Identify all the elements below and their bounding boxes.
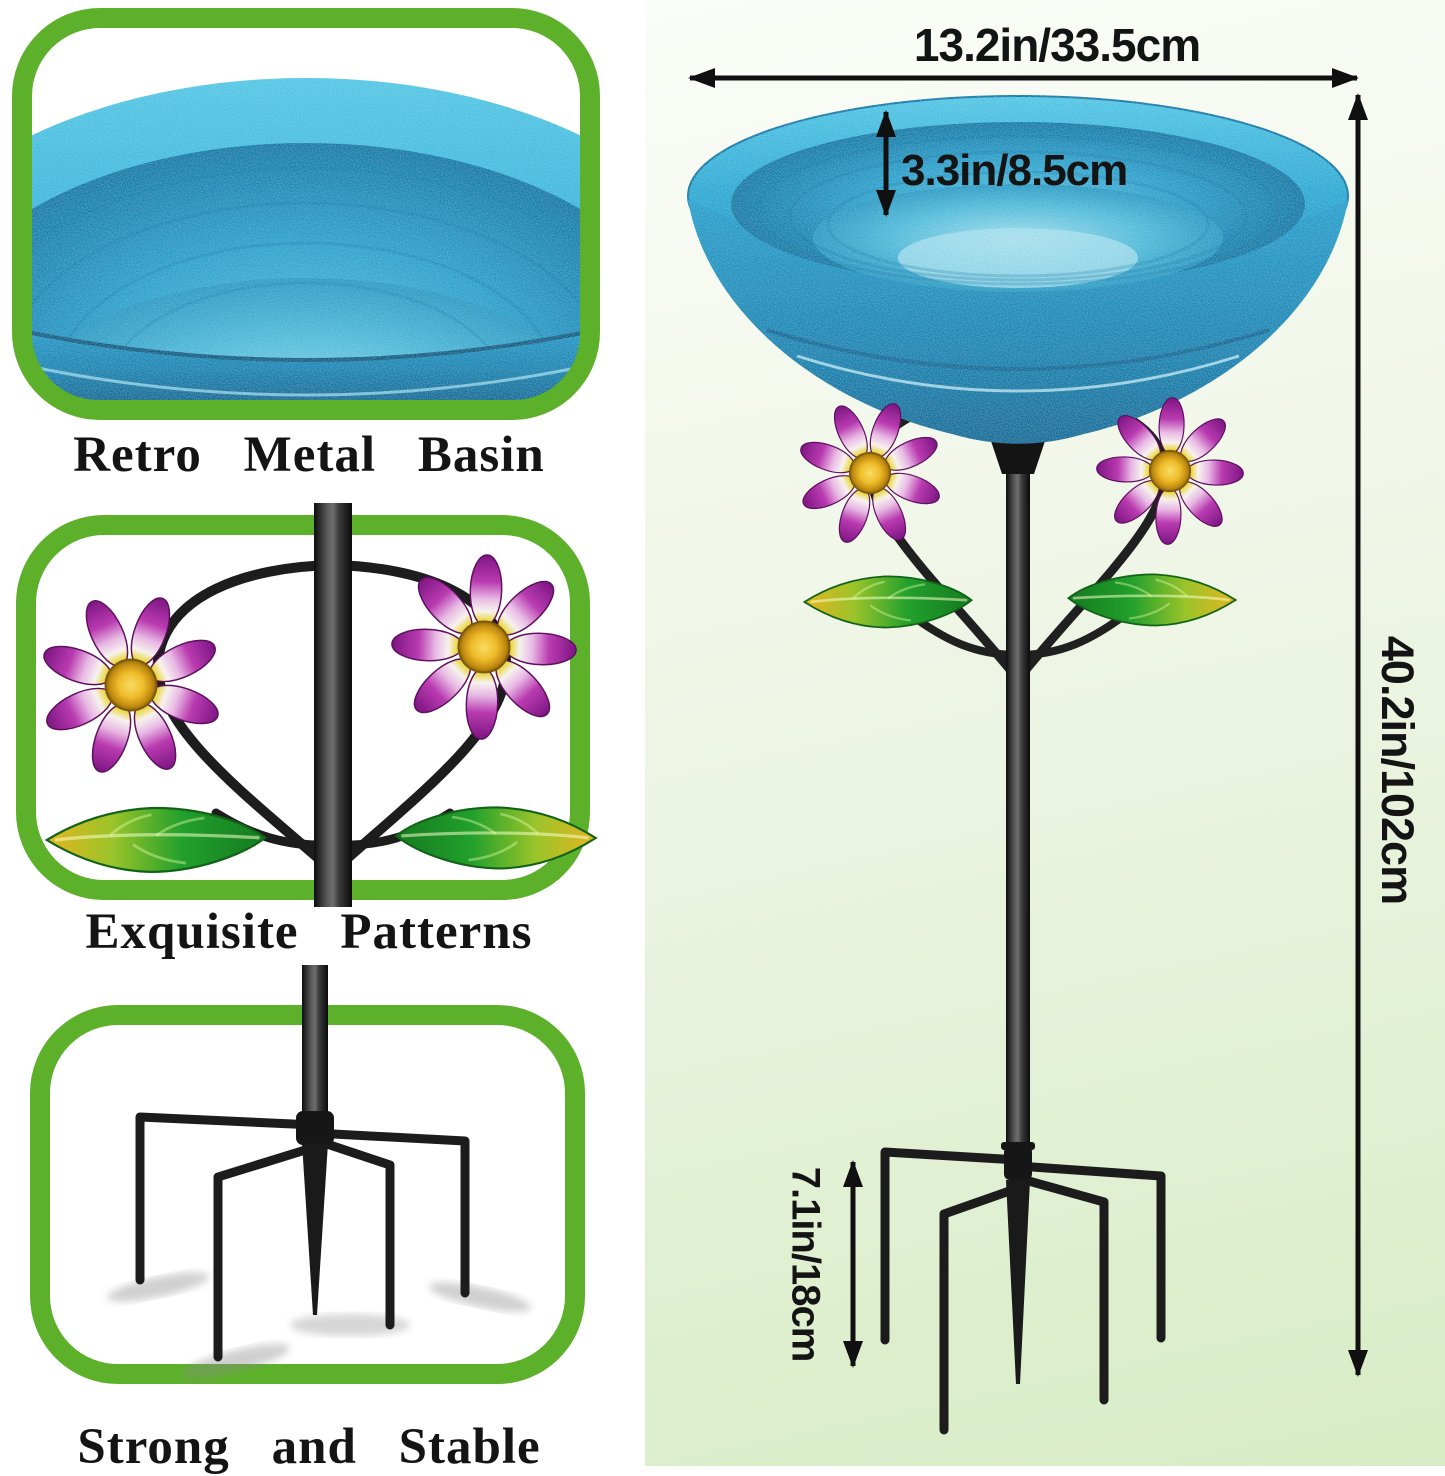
dimension-label-basin-width: 13.2in/33.5cm — [913, 19, 1201, 71]
prong-front-left — [939, 1183, 1023, 1435]
ground-spike — [302, 1143, 328, 1315]
ground-spike — [1006, 1180, 1030, 1384]
basin — [687, 95, 1349, 444]
stake-illustration — [107, 965, 531, 1379]
pole — [314, 503, 352, 907]
leaf-right — [1067, 573, 1237, 627]
birdbath-illustration — [687, 68, 1368, 1435]
pole — [302, 965, 328, 1117]
prong-back-left — [880, 1147, 1023, 1345]
dimension-panel: 13.2in/33.5cm 3.3in/8.5cm 40.2in/102cm 7… — [645, 0, 1445, 1466]
prong-front-right — [1013, 1173, 1109, 1405]
leaf-right — [394, 805, 598, 871]
feature-card-patterns — [16, 503, 598, 907]
leaf-left — [803, 575, 973, 629]
prong-front-left — [213, 1142, 320, 1362]
prong-back-right — [310, 1128, 470, 1298]
feature-caption-stake: Strong and Stable — [77, 1419, 541, 1475]
feature-column: Retro Metal Basin Exquisite Patterns — [0, 0, 645, 1475]
feature-caption-patterns: Exquisite Patterns — [85, 904, 533, 960]
ground-stake — [880, 1142, 1166, 1435]
feature-caption-basin: Retro Metal Basin — [73, 427, 545, 483]
dimension-label-basin-depth: 3.3in/8.5cm — [901, 146, 1128, 195]
basin-stem — [990, 438, 1046, 474]
pole — [1006, 455, 1030, 1155]
feature-card-basin — [12, 8, 600, 420]
basin-photo-frame — [32, 28, 580, 400]
dimension-label-stake-height: 7.1in/18cm — [783, 1166, 828, 1362]
prong-front-right — [310, 1135, 395, 1330]
dimension-label-total-height: 40.2in/102cm — [1372, 635, 1423, 905]
patterns-illustration — [24, 503, 598, 907]
prong-back-left — [135, 1112, 320, 1285]
feature-card-stake — [30, 965, 585, 1384]
basin-closeup-illustration — [32, 78, 580, 400]
prong-back-right — [1013, 1161, 1166, 1343]
